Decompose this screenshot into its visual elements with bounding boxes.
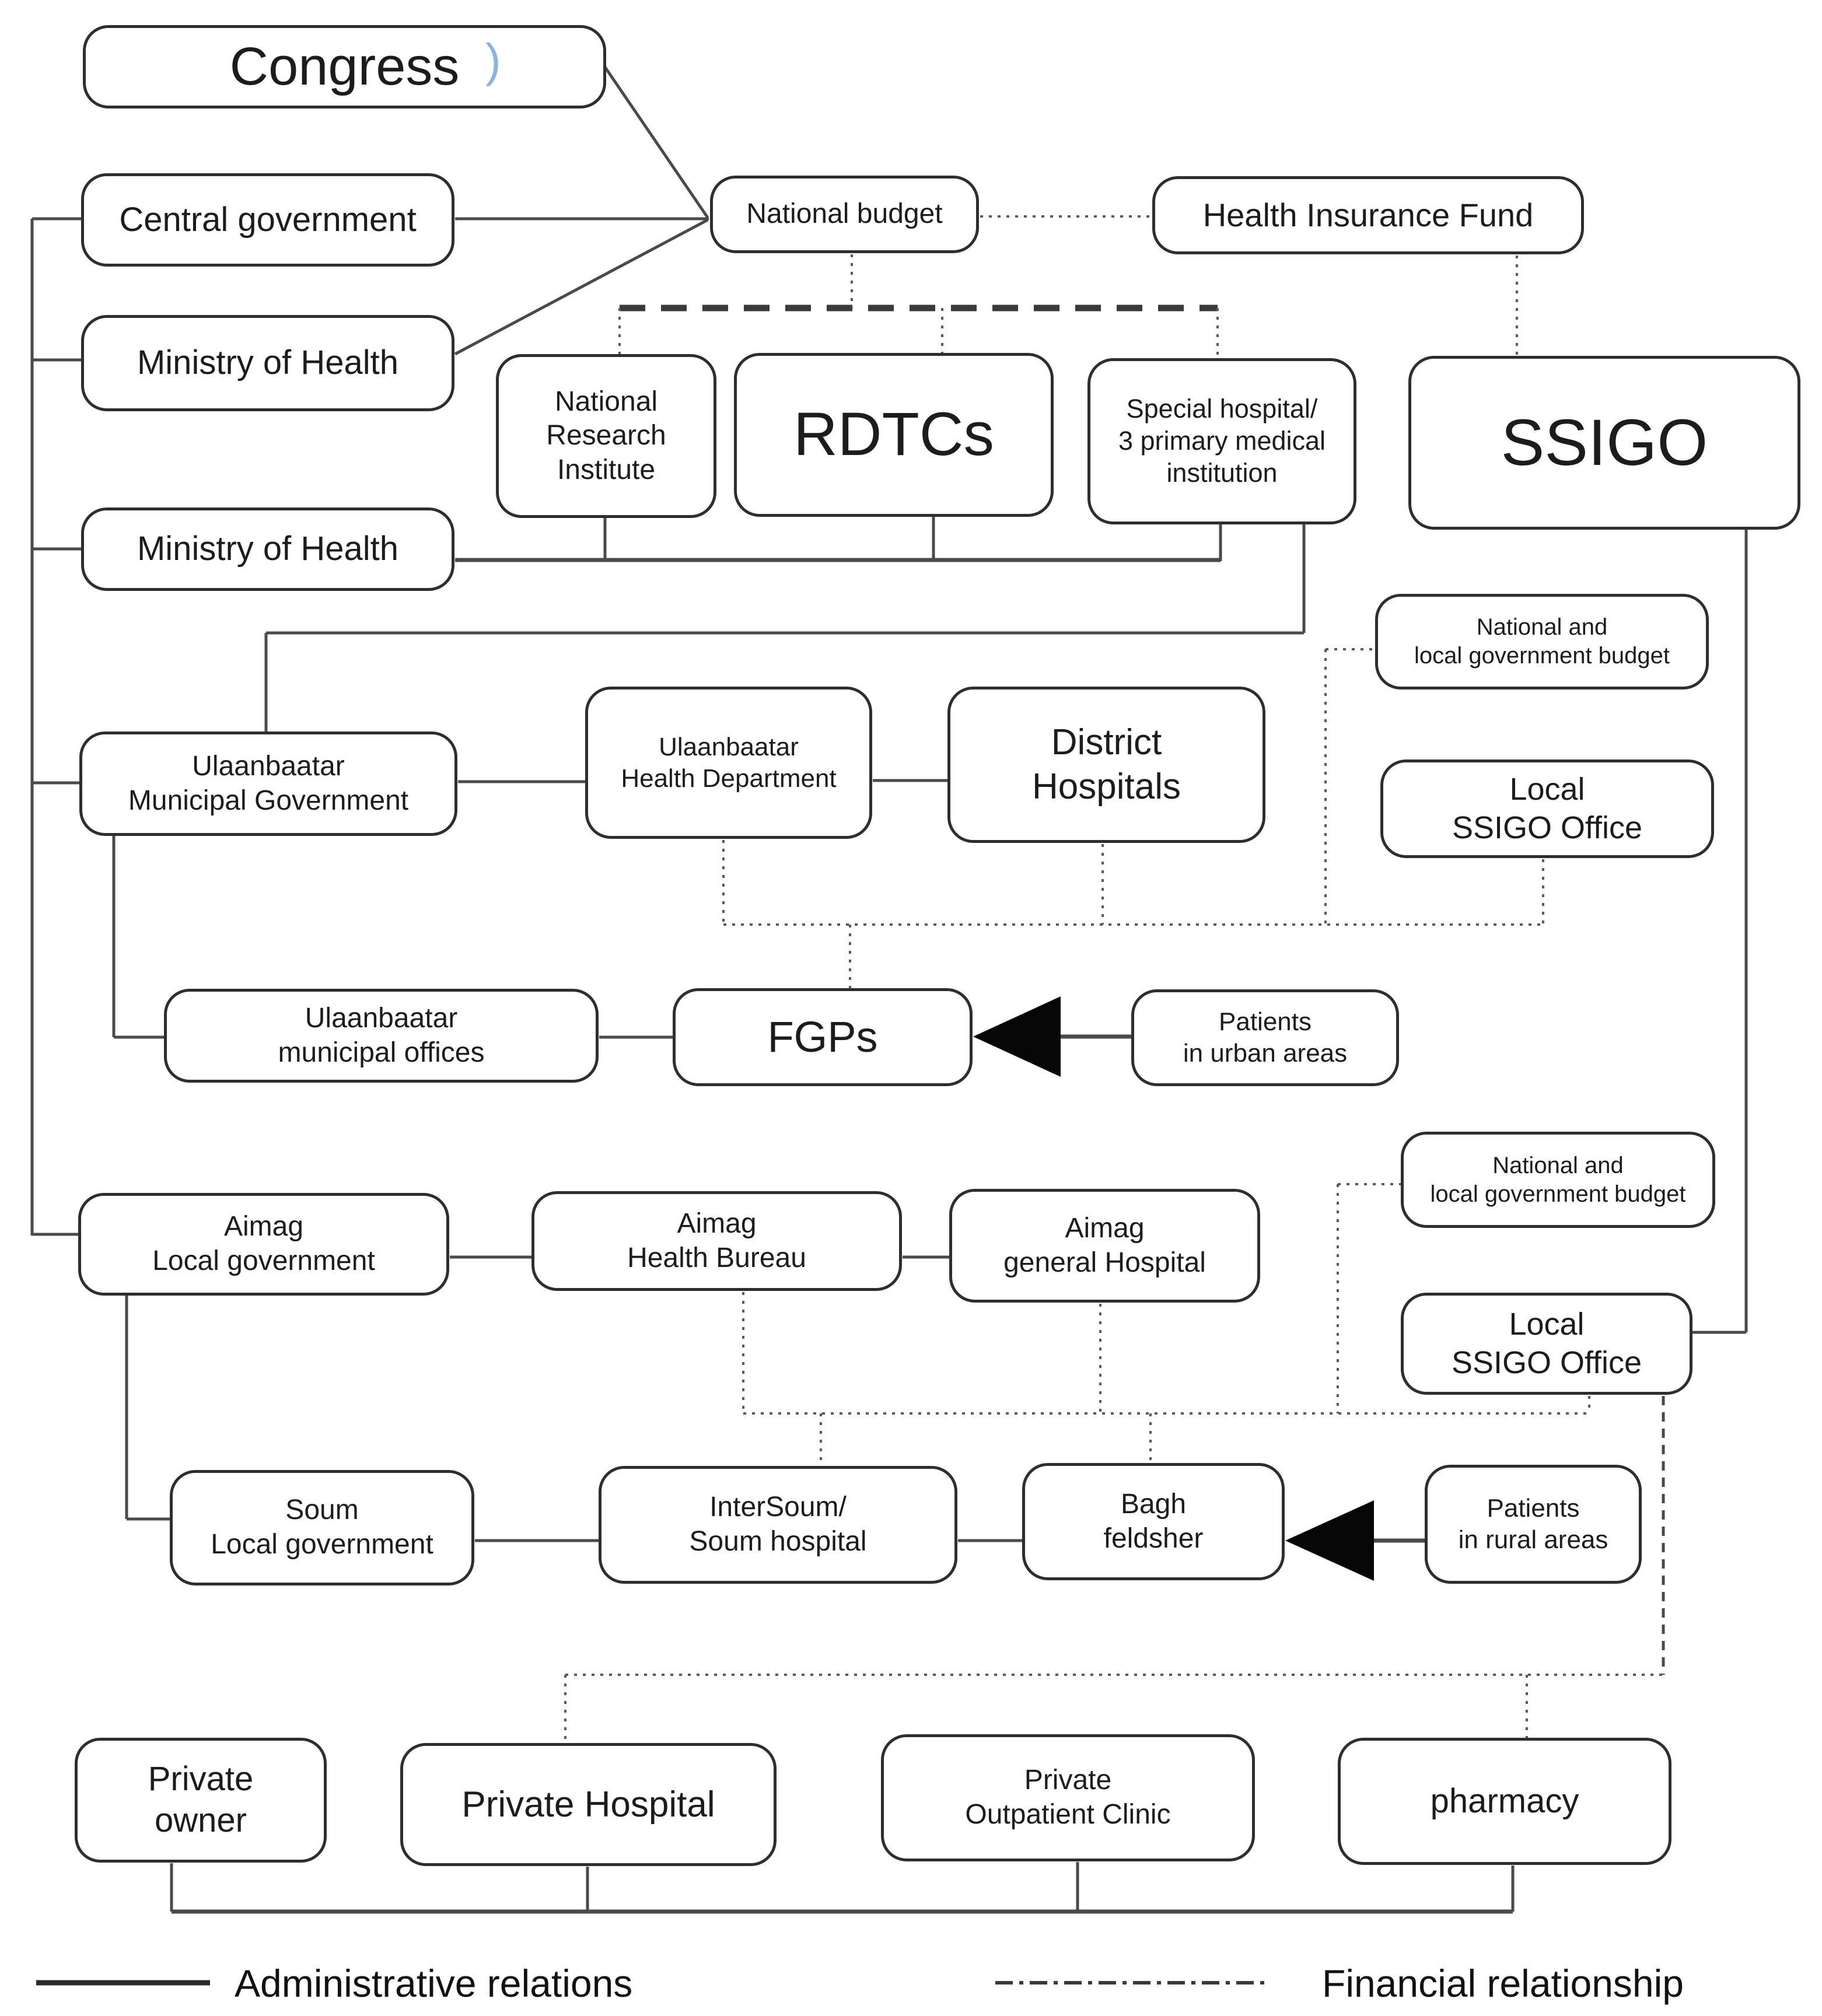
node-label: InterSoum/ Soum hospital [689, 1492, 867, 1557]
node-ministry-of-health-1: Ministry of Health [81, 315, 454, 411]
node-label: Bagh feldsher [1103, 1488, 1204, 1554]
node-special-hospital: Special hospital/ 3 primary medical inst… [1087, 358, 1356, 524]
node-label: Soum Local government [211, 1494, 433, 1560]
node-health-insurance-fund: Health Insurance Fund [1152, 176, 1584, 254]
node-label: Health Insurance Fund [1202, 196, 1534, 233]
node-private-hospital: Private Hospital [400, 1743, 777, 1866]
node-bagh-feldsher: Bagh feldsher [1022, 1463, 1285, 1580]
node-label: Ministry of Health [137, 344, 399, 382]
node-label: National and local government budget [1430, 1152, 1686, 1207]
left-arrow-icon [973, 996, 1061, 1077]
node-label: RDTCs [793, 400, 995, 469]
node-label: Patients in urban areas [1183, 1007, 1348, 1068]
node-label: Private Hospital [461, 1784, 715, 1825]
node-label: Private owner [148, 1760, 254, 1839]
node-aimag-health-bureau: Aimag Health Bureau [531, 1191, 902, 1291]
node-ministry-of-health-2: Ministry of Health [81, 508, 454, 591]
node-label: Central government [119, 200, 417, 239]
node-label: Ministry of Health [137, 530, 399, 568]
node-label: National budget [746, 198, 943, 230]
node-label: SSIGO [1501, 405, 1708, 479]
node-label: Local SSIGO Office [1452, 771, 1643, 845]
legend-financial-label: Financial relationship [1322, 1962, 1684, 2005]
node-label: Aimag Health Bureau [627, 1208, 806, 1273]
node-rdtcs: RDTCs [734, 353, 1054, 517]
node-label: FGPs [767, 1012, 878, 1061]
node-aimag-general-hospital: Aimag general Hospital [949, 1189, 1260, 1303]
node-label: Private Outpatient Clinic [965, 1765, 1171, 1830]
node-label: Aimag general Hospital [1003, 1212, 1206, 1278]
node-label: National Research Institute [546, 386, 666, 485]
ministry1-to-budget-line [454, 218, 709, 356]
node-soum-local-government: Soum Local government [170, 1470, 474, 1586]
node-national-budget: National budget [710, 176, 979, 253]
node-intersoum-hospital: InterSoum/ Soum hospital [599, 1466, 957, 1584]
node-ssigo: SSIGO [1408, 356, 1800, 530]
node-label: District Hospitals [1032, 722, 1181, 807]
congress-to-budget-line [603, 66, 709, 219]
legend-administrative-label: Administrative relations [235, 1962, 633, 2005]
node-national-local-budget-1: National and local government budget [1375, 594, 1709, 690]
node-local-ssigo-1: Local SSIGO Office [1380, 760, 1714, 858]
node-national-local-budget-2: National and local government budget [1401, 1132, 1715, 1228]
node-ub-municipal-offices: Ulaanbaatar municipal offices [164, 989, 599, 1083]
node-label: Local SSIGO Office [1451, 1306, 1642, 1380]
node-district-hospitals: District Hospitals [947, 687, 1265, 843]
node-national-research-institute: National Research Institute [496, 354, 716, 518]
node-ub-municipal-government: Ulaanbaatar Municipal Government [79, 732, 457, 836]
node-label: Patients in rural areas [1458, 1494, 1608, 1554]
node-label: Ulaanbaatar Health Department [621, 732, 837, 793]
node-label: Ulaanbaatar Municipal Government [128, 750, 409, 816]
node-patients-rural: Patients in rural areas [1425, 1465, 1642, 1584]
node-pharmacy: pharmacy [1338, 1738, 1671, 1865]
node-label: National and local government budget [1414, 614, 1670, 668]
node-private-outpatient-clinic: Private Outpatient Clinic [881, 1734, 1255, 1861]
node-patients-urban: Patients in urban areas [1131, 989, 1399, 1086]
node-label: Congress [229, 37, 460, 97]
node-aimag-local-government: Aimag Local government [78, 1193, 449, 1296]
node-ub-health-department: Ulaanbaatar Health Department [585, 687, 872, 839]
node-fgps: FGPs [673, 988, 973, 1086]
node-congress: Congress [83, 25, 606, 108]
node-label: Ulaanbaatar municipal offices [278, 1002, 485, 1068]
node-local-ssigo-2: Local SSIGO Office [1401, 1293, 1692, 1395]
left-arrow-icon [1285, 1500, 1374, 1581]
node-label: Aimag Local government [152, 1211, 375, 1276]
congress-artifact-mark: ) [485, 34, 501, 86]
node-private-owner: Private owner [75, 1738, 327, 1863]
node-label: Special hospital/ 3 primary medical inst… [1118, 394, 1326, 488]
node-label: pharmacy [1430, 1782, 1579, 1820]
node-central-government: Central government [81, 173, 454, 267]
